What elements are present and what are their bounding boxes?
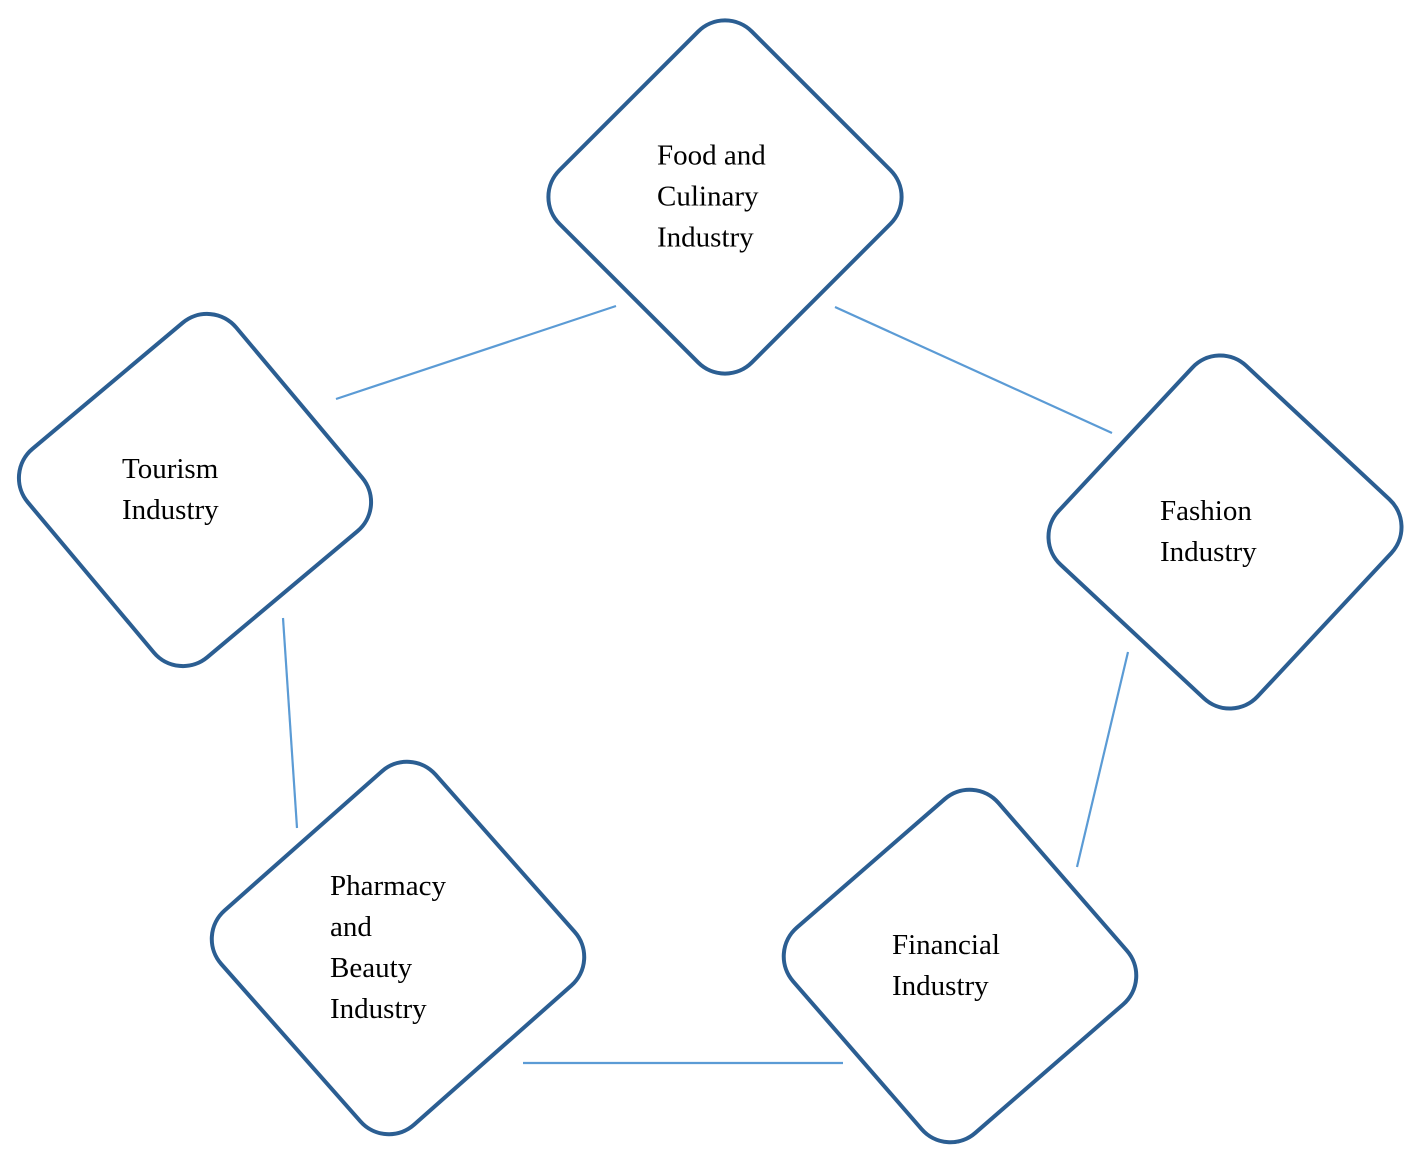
node-food-culinary-label: Food and Culinary Industry <box>657 136 766 259</box>
label-line: Culinary <box>657 180 759 213</box>
node-financial-label: Financial Industry <box>892 925 1000 1007</box>
label-line: Tourism <box>122 453 219 485</box>
label-line: Industry <box>122 494 219 526</box>
label-line: and <box>330 911 372 943</box>
connector-tourism-food <box>335 304 617 401</box>
label-line: Food and <box>657 139 766 172</box>
label-line: Industry <box>1160 536 1257 568</box>
connector-pharmacy-tourism <box>281 617 299 829</box>
label-line: Industry <box>330 993 427 1025</box>
connector-food-fashion <box>834 305 1113 435</box>
label-line: Fashion <box>1160 495 1252 527</box>
node-fashion-label: Fashion Industry <box>1160 491 1257 573</box>
label-line: Industry <box>892 970 989 1002</box>
node-pharmacy-beauty-label: Pharmacy and Beauty Industry <box>330 866 446 1030</box>
node-tourism-label: Tourism Industry <box>122 449 219 531</box>
label-line: Financial <box>892 929 1000 961</box>
label-line: Industry <box>657 221 754 254</box>
label-line: Beauty <box>330 952 413 984</box>
label-line: Pharmacy <box>330 870 446 902</box>
connector-fashion-financial <box>1075 651 1130 868</box>
